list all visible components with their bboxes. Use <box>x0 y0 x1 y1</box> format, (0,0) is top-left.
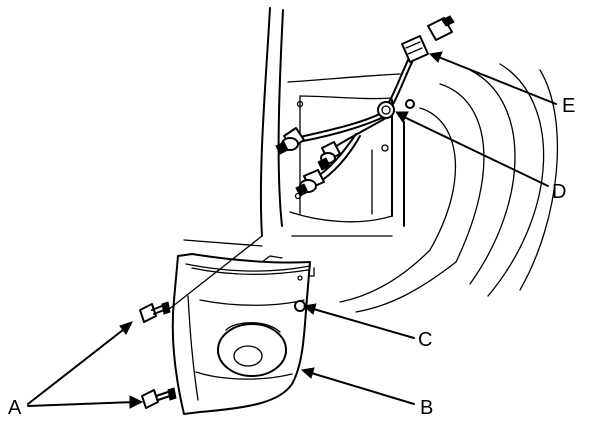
callout-label-e: E <box>562 95 575 117</box>
callout-label-b: B <box>420 397 433 419</box>
bolt-upper <box>139 301 171 323</box>
bulb-socket-lower <box>295 169 325 197</box>
grommet <box>377 99 415 119</box>
bulb-socket-upper <box>275 127 305 155</box>
alignment-line-mid <box>183 239 263 247</box>
bolt-lower <box>141 387 177 409</box>
alignment-line-upper <box>167 235 263 311</box>
bulb-socket-middle <box>317 141 341 171</box>
taillight-assembly <box>171 253 311 415</box>
mating-connector <box>427 15 455 41</box>
vehicle-body-frame <box>259 7 405 277</box>
leader-lines <box>27 51 557 409</box>
callout-label-c: C <box>418 329 432 351</box>
outer-body-panel <box>339 63 559 313</box>
wire-harness <box>295 55 415 185</box>
callout-label-a: A <box>8 397 22 419</box>
callout-label-d: D <box>552 181 566 203</box>
harness-connector <box>401 35 429 63</box>
